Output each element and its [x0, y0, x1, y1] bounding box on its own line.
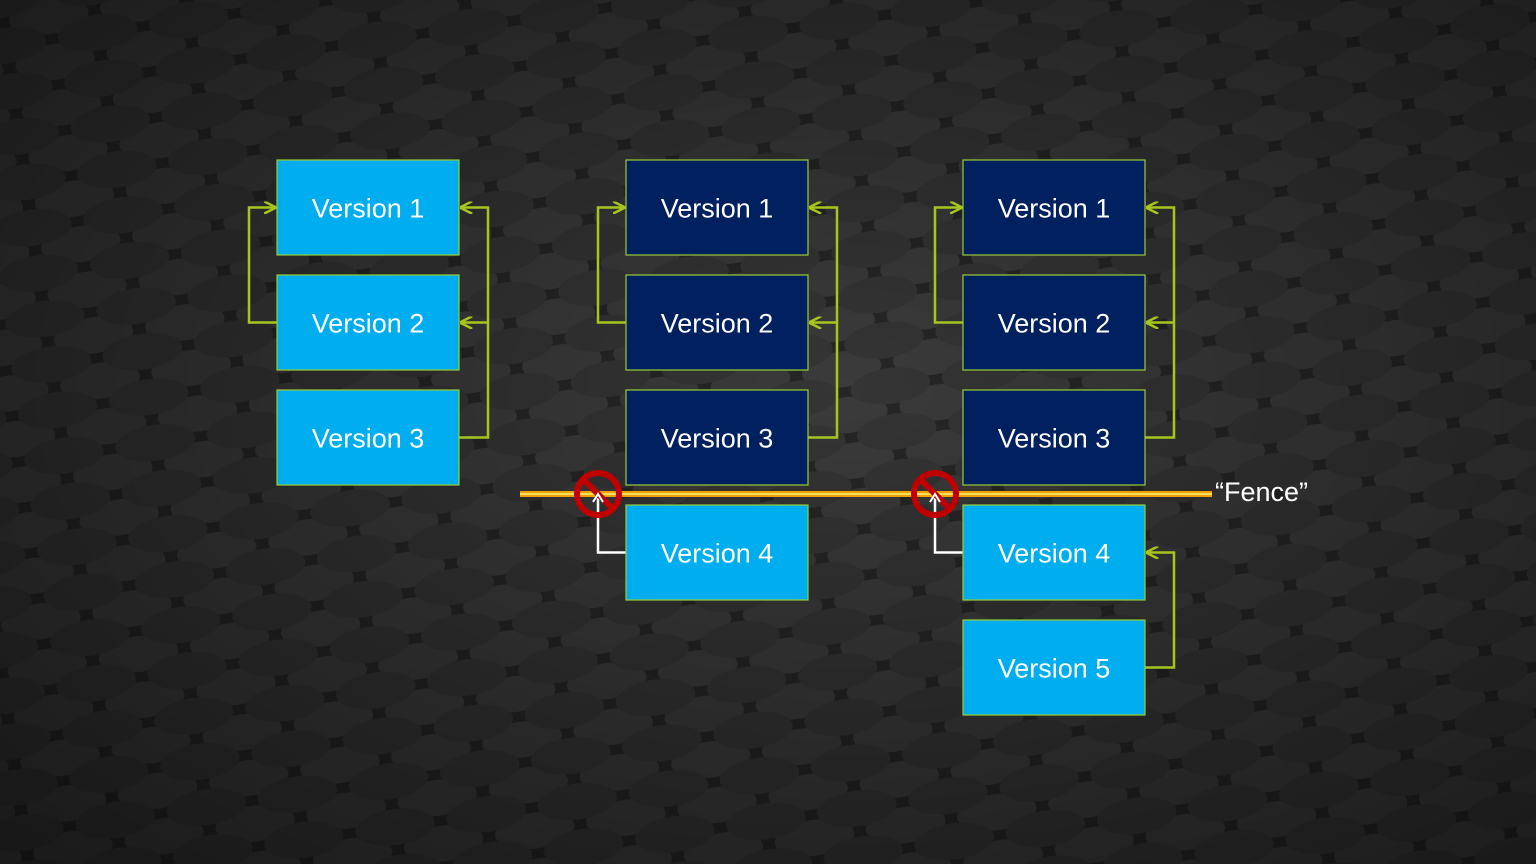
version-box-rect: [962, 274, 1146, 371]
version-label: Version 4: [998, 539, 1111, 569]
version-label: Version 5: [998, 654, 1111, 684]
version-label: Version 2: [998, 309, 1111, 339]
version-box-rect: [276, 274, 460, 371]
fence-label: “Fence”: [1215, 477, 1308, 507]
no-entry-icon: [574, 470, 622, 518]
connector-arrow: [933, 208, 963, 324]
version-box: Version 2: [962, 274, 1146, 371]
version-box: Version 4: [625, 504, 809, 601]
version-boxes: Version 1 Version 2 Version 3 Version 1 Vers…: [276, 159, 1146, 716]
version-box: Version 1: [276, 159, 460, 256]
version-box-rect: [625, 389, 809, 486]
connector-arrow: [247, 208, 277, 324]
version-label: Version 2: [661, 309, 774, 339]
version-box: Version 2: [625, 274, 809, 371]
version-label: Version 3: [661, 424, 774, 454]
version-box: Version 5: [962, 619, 1146, 716]
version-box: Version 1: [625, 159, 809, 256]
version-box-rect: [962, 619, 1146, 716]
fence: “Fence”: [520, 477, 1308, 507]
connectors: [247, 208, 1176, 669]
version-box: Version 4: [962, 504, 1146, 601]
version-box-rect: [625, 274, 809, 371]
no-entry-icon: [911, 470, 959, 518]
version-label: Version 3: [998, 424, 1111, 454]
version-label: Version 3: [312, 424, 425, 454]
version-box-rect: [625, 504, 809, 601]
version-box-rect: [962, 389, 1146, 486]
version-box-rect: [962, 504, 1146, 601]
version-label: Version 2: [312, 309, 425, 339]
version-box: Version 3: [276, 389, 460, 486]
version-box: Version 1: [962, 159, 1146, 256]
version-box: Version 3: [625, 389, 809, 486]
version-box: Version 3: [962, 389, 1146, 486]
version-box-rect: [625, 159, 809, 256]
version-label: Version 1: [661, 194, 774, 224]
version-box-rect: [276, 389, 460, 486]
connector-arrow: [596, 208, 626, 324]
version-label: Version 1: [998, 194, 1111, 224]
version-box: Version 2: [276, 274, 460, 371]
version-box-rect: [276, 159, 460, 256]
version-label: Version 1: [312, 194, 425, 224]
version-box-rect: [962, 159, 1146, 256]
connector-arrow: [1145, 553, 1176, 669]
version-label: Version 4: [661, 539, 774, 569]
blocked-markers: [574, 470, 959, 518]
